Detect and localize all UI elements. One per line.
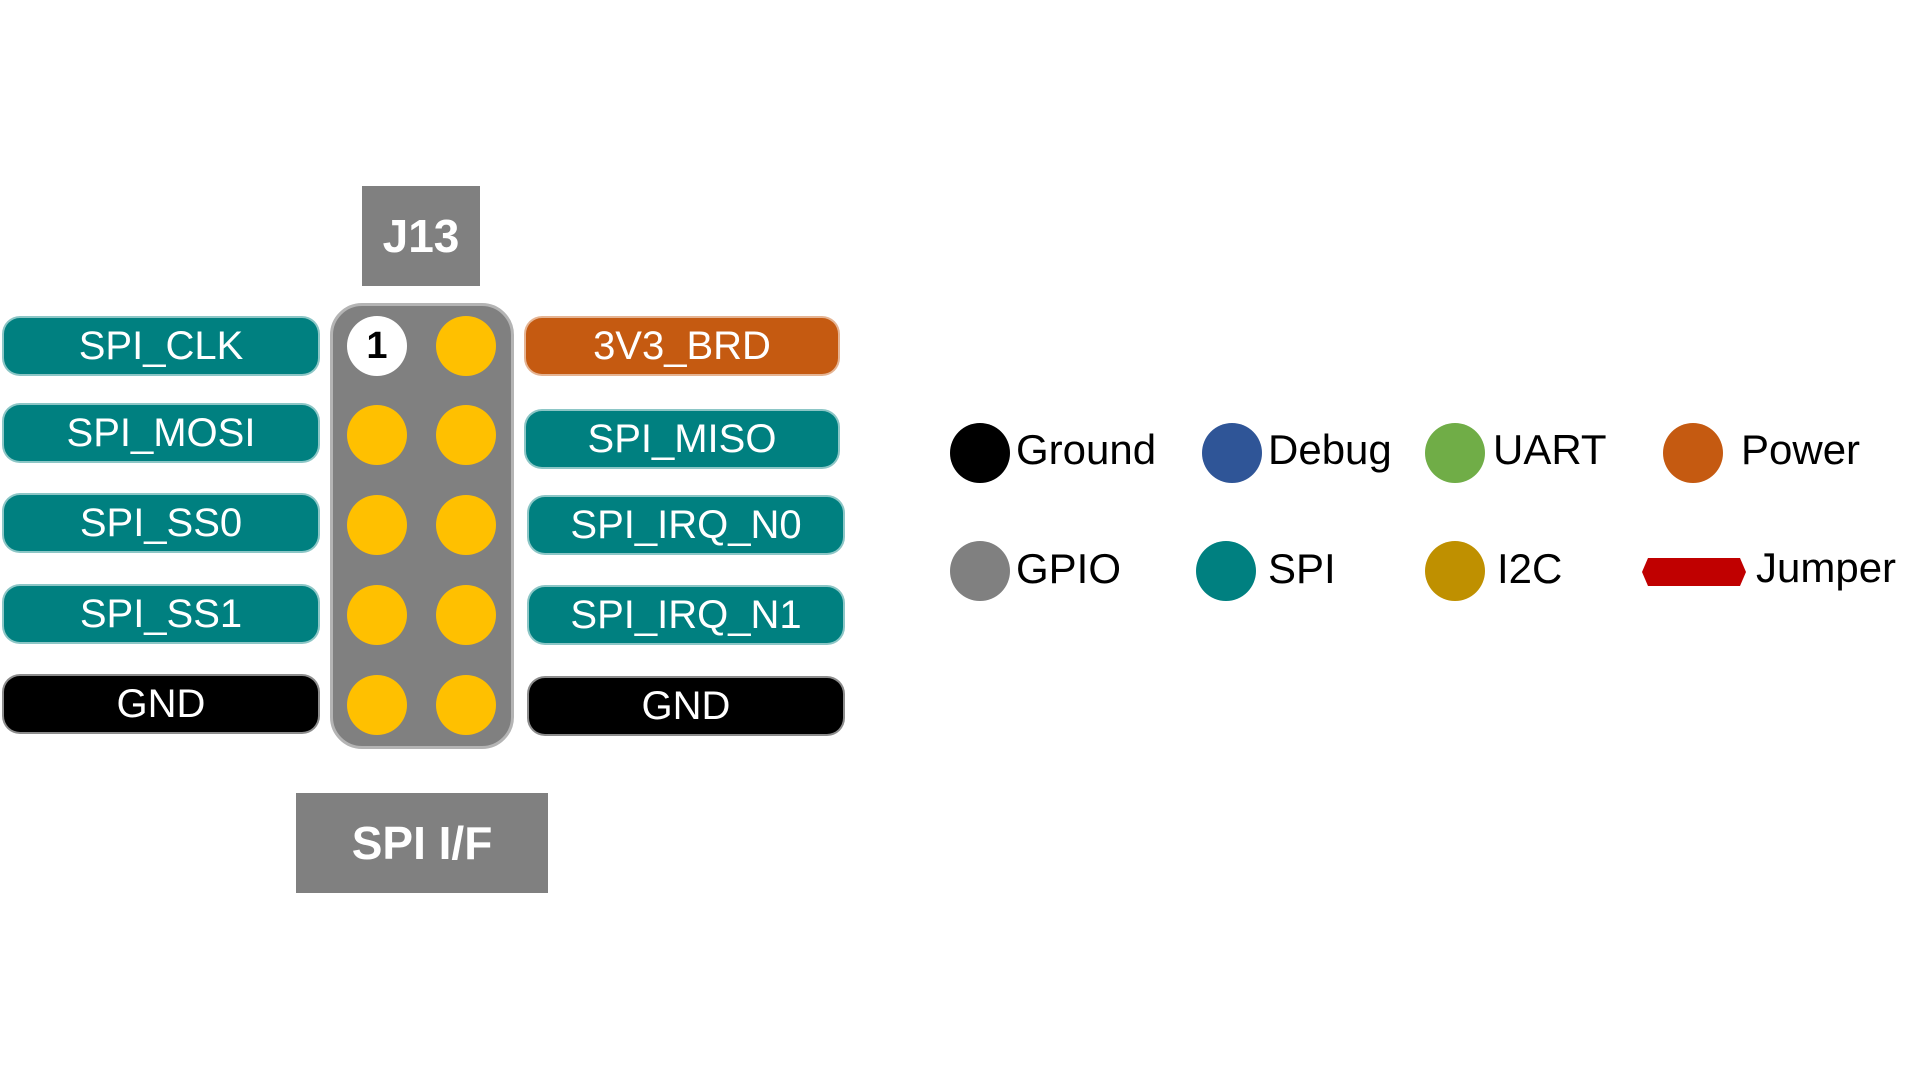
signal-label-spi-ss0: SPI_SS0 [2,493,320,553]
pin-6 [436,495,496,555]
signal-label-spi-clk: SPI_CLK [2,316,320,376]
pin-4 [436,405,496,465]
pin-1: 1 [347,316,407,376]
pin-9 [347,675,407,735]
signal-label-spi-irq-n1: SPI_IRQ_N1 [527,585,845,645]
pin-7 [347,585,407,645]
legend-gpio-label: GPIO [1016,545,1122,592]
signal-label-spi-mosi: SPI_MOSI [2,403,320,463]
legend-debug-label: Debug [1268,426,1392,473]
pin-3 [347,405,407,465]
legend-spi-dot [1196,541,1256,601]
legend-spi-label: SPI [1268,545,1336,592]
legend-uart-dot [1425,423,1485,483]
legend-debug-dot [1202,423,1262,483]
legend-gpio-dot [950,541,1010,601]
legend-power-dot [1663,423,1723,483]
signal-label-gnd-right: GND [527,676,845,736]
signal-label-spi-irq-n0: SPI_IRQ_N0 [527,495,845,555]
legend-jumper-icon [1642,558,1746,586]
pin-8 [436,585,496,645]
signal-label-3v3-brd: 3V3_BRD [524,316,840,376]
legend-ground-dot [950,423,1010,483]
legend-jumper-label: Jumper [1756,544,1897,591]
legend-i2c-label: I2C [1497,545,1563,592]
legend-i2c-dot [1425,541,1485,601]
connector-caption: SPI I/F [296,793,548,893]
pin-2 [436,316,496,376]
signal-label-gnd-left: GND [2,674,320,734]
legend-ground-label: Ground [1016,426,1157,473]
connector-title: J13 [362,186,480,286]
legend-uart-label: UART [1493,426,1607,473]
pin-10 [436,675,496,735]
pin-5 [347,495,407,555]
signal-label-spi-ss1: SPI_SS1 [2,584,320,644]
legend-power-label: Power [1741,426,1861,473]
signal-label-spi-miso: SPI_MISO [524,409,840,469]
